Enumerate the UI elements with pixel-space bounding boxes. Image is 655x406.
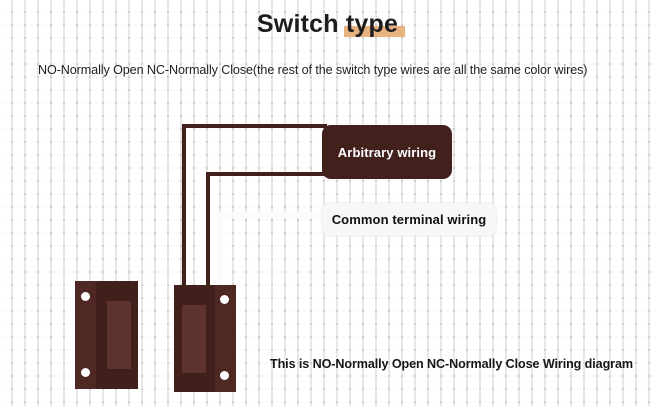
common-terminal-wiring-label: Common terminal wiring <box>322 203 496 236</box>
wire-common-vertical <box>217 212 223 290</box>
switch-panel-left <box>107 301 131 369</box>
switch-panel-right <box>182 305 206 373</box>
switch-screw-hole-bottom-left <box>81 368 90 377</box>
page-title-highlighted-word: type <box>343 10 406 38</box>
page-title: Switch type <box>0 10 655 39</box>
common-terminal-wiring-text: Common terminal wiring <box>331 212 487 227</box>
switch-screw-hole-top-right <box>220 295 229 304</box>
switch-mounting-strip-left <box>75 281 96 389</box>
wire-nc-vertical <box>206 172 210 288</box>
switch-screw-hole-top-left <box>81 292 90 301</box>
wire-common-horizontal <box>217 212 329 218</box>
wire-no-vertical <box>182 124 186 286</box>
wire-no-horizontal <box>182 124 327 128</box>
switch-device-right <box>174 285 236 392</box>
wire-nc-horizontal <box>206 172 327 176</box>
switch-device-left <box>75 281 138 389</box>
switch-screw-hole-bottom-right <box>220 371 229 380</box>
arbitrary-wiring-label: Arbitrary wiring <box>322 125 452 179</box>
arbitrary-wiring-text: Arbitrary wiring <box>337 144 437 160</box>
diagram-caption: This is NO-Normally Open NC-Normally Clo… <box>270 357 633 371</box>
switch-mounting-strip-right <box>215 285 236 392</box>
subtitle-text: NO-Normally Open NC-Normally Close(the r… <box>38 63 588 77</box>
page-title-prefix: Switch <box>256 10 346 38</box>
